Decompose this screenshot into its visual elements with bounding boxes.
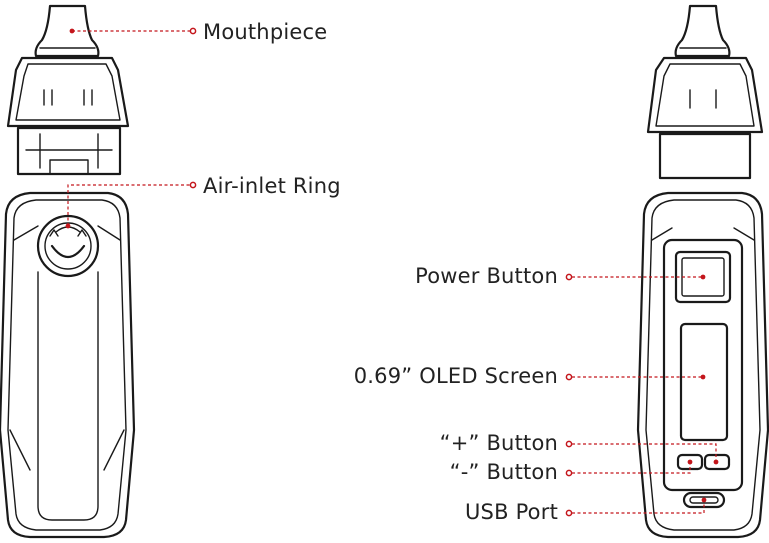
left-pod — [6, 4, 130, 176]
callout-plus-line — [565, 440, 719, 465]
label-usb-port: USB Port — [464, 500, 558, 524]
label-oled-screen: 0.69” OLED Screen — [353, 364, 558, 388]
left-body — [0, 191, 136, 539]
callout-air-inlet-line — [65, 181, 197, 229]
air-inlet-ring — [36, 214, 100, 278]
label-air-inlet-ring: Air-inlet Ring — [203, 174, 341, 198]
label-minus-button: “-” Button — [449, 460, 558, 484]
callout-minus-line — [565, 459, 693, 477]
label-plus-button: “+” Button — [439, 431, 558, 455]
callout-screen-line — [565, 373, 706, 381]
right-mouthpiece — [674, 4, 731, 58]
power-button — [674, 250, 732, 304]
plus-button — [703, 453, 731, 471]
callout-mouthpiece-line — [69, 27, 197, 35]
right-body — [636, 191, 769, 539]
callout-power-line — [565, 273, 706, 281]
callout-usb-line — [565, 497, 707, 517]
oled-screen — [679, 322, 729, 442]
control-panel — [662, 238, 744, 492]
label-mouthpiece: Mouthpiece — [203, 20, 328, 44]
right-pod — [646, 4, 764, 180]
label-power-button: Power Button — [415, 264, 558, 288]
